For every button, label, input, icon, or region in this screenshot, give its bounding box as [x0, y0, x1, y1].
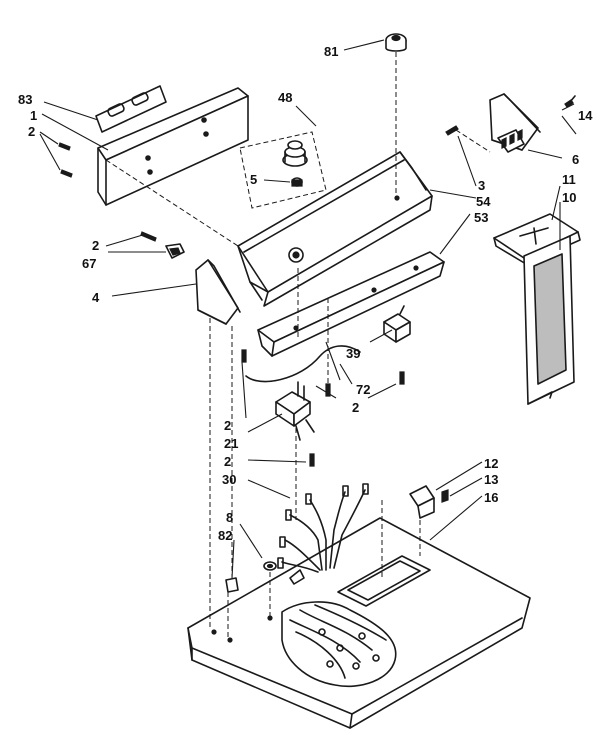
screw-14	[564, 95, 576, 108]
clip-82	[225, 577, 239, 593]
callout-6: 6	[572, 152, 579, 167]
wire-bundle	[277, 483, 369, 585]
callout-4: 4	[92, 290, 100, 305]
screws-lower	[241, 349, 405, 467]
callout-67: 67	[82, 256, 96, 271]
nut-8	[263, 561, 277, 571]
callout-11: 11	[562, 172, 576, 187]
leader-lines	[39, 39, 577, 579]
callout-5: 5	[250, 172, 257, 187]
screw-left-upper	[58, 142, 73, 178]
callout-13: 13	[484, 472, 498, 487]
callout-54: 54	[476, 194, 491, 209]
alignment-lines	[105, 52, 491, 638]
callout-16: 16	[484, 490, 498, 505]
callout-1: 1	[30, 108, 37, 123]
switch-assembly	[239, 131, 327, 209]
callout-10: 10	[562, 190, 576, 205]
clip-67	[165, 243, 185, 259]
callout-30: 30	[222, 472, 236, 487]
screw-67-area	[140, 231, 157, 242]
right-end-cap	[489, 93, 541, 153]
callout-14: 14	[578, 108, 593, 123]
screw-3	[445, 125, 459, 136]
callout-72: 72	[356, 382, 370, 397]
callout-2-left-lower: 2	[224, 418, 231, 433]
selector-switch	[383, 305, 411, 343]
callout-3: 3	[478, 178, 485, 193]
top-panel-base	[187, 517, 531, 729]
callout-2-lower-right: 2	[352, 400, 359, 415]
wiring-harness-bottom	[281, 601, 397, 687]
timer-knob	[385, 33, 407, 52]
callout-81: 81	[324, 44, 338, 59]
callout-48: 48	[278, 90, 292, 105]
callout-2-left-screw: 2	[92, 238, 99, 253]
door-switch-actuator	[409, 485, 449, 519]
callout-8: 8	[226, 510, 233, 525]
callout-2-left-bracket: 2	[28, 124, 35, 139]
callout-21: 21	[224, 436, 238, 451]
console-channel	[257, 251, 445, 357]
callout-39: 39	[346, 346, 360, 361]
callout-83: 83	[18, 92, 32, 107]
left-end-cap	[195, 259, 241, 325]
console-back-bracket	[97, 87, 249, 206]
door-switch	[275, 381, 315, 441]
harness-wire-72	[245, 345, 361, 383]
rear-trim-strip	[95, 85, 167, 133]
control-console	[237, 151, 433, 307]
callout-53: 53	[474, 210, 488, 225]
lint-filter-screen	[523, 235, 575, 405]
callout-82: 82	[218, 528, 232, 543]
callout-2-mid: 2	[224, 454, 231, 469]
callout-12: 12	[484, 456, 498, 471]
